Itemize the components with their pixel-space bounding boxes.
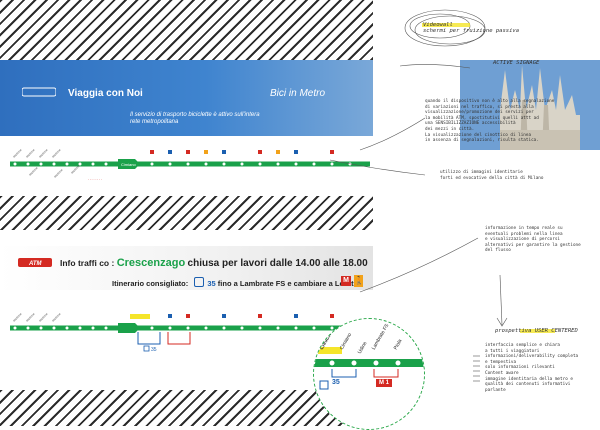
svg-text:stazione: stazione (28, 166, 39, 177)
itinerary-rest: fino a Lambrate FS e cambiare a Loreto (217, 279, 359, 288)
svg-text:stazione: stazione (38, 148, 49, 159)
hatched-background-middle (0, 196, 373, 230)
svg-text:stazione: stazione (38, 312, 49, 323)
screen1-current-station: Cimiano (121, 162, 136, 167)
annotation-note-3: informazione in tempo reale su eventuali… (485, 226, 581, 254)
itinerary-prefix: Itinerario consigliato: (112, 279, 189, 288)
svg-text:stazione: stazione (25, 312, 36, 323)
screen2-banner (0, 246, 373, 290)
atm-logo-red: ATM (18, 258, 52, 267)
hatched-background-top (0, 0, 373, 60)
bus-number: 35 (207, 279, 216, 288)
lens-bus-number: 35 (332, 379, 340, 386)
lens-metro-label: M 1 (376, 379, 392, 387)
traffic-prefix: Info traffi co : (60, 258, 115, 268)
metro-icon: M (341, 276, 351, 286)
videowall-title: Videowall schermi per fruizione passiva (423, 22, 520, 34)
bus-icon (194, 277, 205, 287)
screen1-banner (0, 60, 373, 136)
svg-text:stazione: stazione (25, 148, 36, 159)
screen1-subtitle: Bici in Metro (270, 88, 326, 99)
svg-text:stazione: stazione (12, 148, 23, 159)
hatched-background-bottom (0, 390, 373, 426)
annotation-note-4: interfaccia semplice e chiara a tutti i … (485, 343, 579, 393)
walking-person-icon: 🚶 (354, 275, 364, 287)
lens-line-diagram (314, 347, 424, 390)
screen1-title: Viaggia con Noi (68, 88, 143, 99)
annotation-note-1: quando il dispositivo non è alto alla se… (425, 99, 555, 144)
milan-cathedral-image (460, 60, 600, 150)
itinerary: Itinerario consigliato: 35 fino a Lambra… (112, 277, 358, 288)
svg-text:35: 35 (151, 347, 157, 353)
traffic-station: Crescenzago (116, 257, 186, 269)
atm-logo-text: ATM (28, 261, 43, 267)
screen1-message: Il servizio di trasporto biciclette è at… (130, 112, 260, 125)
svg-text:stazione: stazione (51, 148, 62, 159)
svg-text:stazione: stazione (70, 164, 81, 175)
svg-text:stazione: stazione (53, 168, 64, 179)
svg-text:stazione: stazione (12, 312, 23, 323)
traffic-alert: Info traffi co : Crescenzago chiusa per … (60, 257, 368, 269)
user-centered-title: prospettiva USER CENTERED (495, 328, 578, 334)
svg-text:- - - - - - - -: - - - - - - - - (88, 177, 102, 181)
annotation-note-2: utilizzo di immagini identitarie forti e… (440, 170, 544, 181)
active-signage-title: ACTIVE SIGNAGE (493, 60, 540, 66)
traffic-message: chiusa per lavori dalle 14.00 alle 18.00 (187, 258, 368, 269)
svg-text:stazione: stazione (51, 312, 62, 323)
